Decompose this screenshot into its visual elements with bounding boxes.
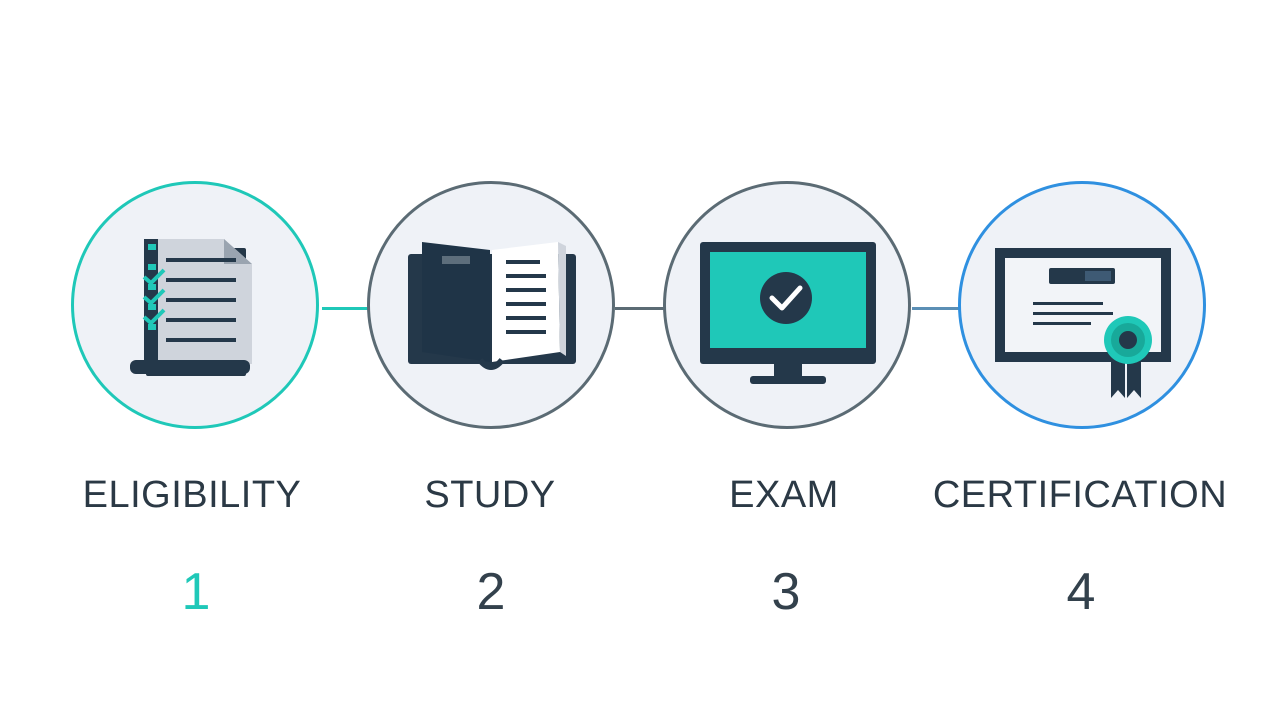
step-3-label: EXAM — [729, 474, 839, 516]
step-4-label: CERTIFICATION — [932, 474, 1228, 516]
step-1-label: ELIGIBILITY — [82, 474, 302, 516]
open-book-icon — [408, 242, 576, 370]
step-1-circle — [71, 181, 319, 429]
step-3-circle — [663, 181, 911, 429]
step-4-number: 4 — [1066, 563, 1096, 621]
step-3-number: 3 — [771, 563, 801, 621]
step-2-circle — [367, 181, 615, 429]
connector-1-2 — [322, 307, 372, 310]
monitor-check-icon — [700, 242, 876, 384]
connector-3-4 — [912, 307, 960, 310]
checklist-document-icon — [130, 239, 252, 376]
step-4-circle — [958, 181, 1206, 429]
step-1-number: 1 — [181, 563, 211, 621]
step-2-number: 2 — [476, 563, 506, 621]
connector-2-3 — [615, 307, 665, 310]
step-2-label: STUDY — [424, 474, 556, 516]
certificate-ribbon-icon — [995, 248, 1171, 398]
